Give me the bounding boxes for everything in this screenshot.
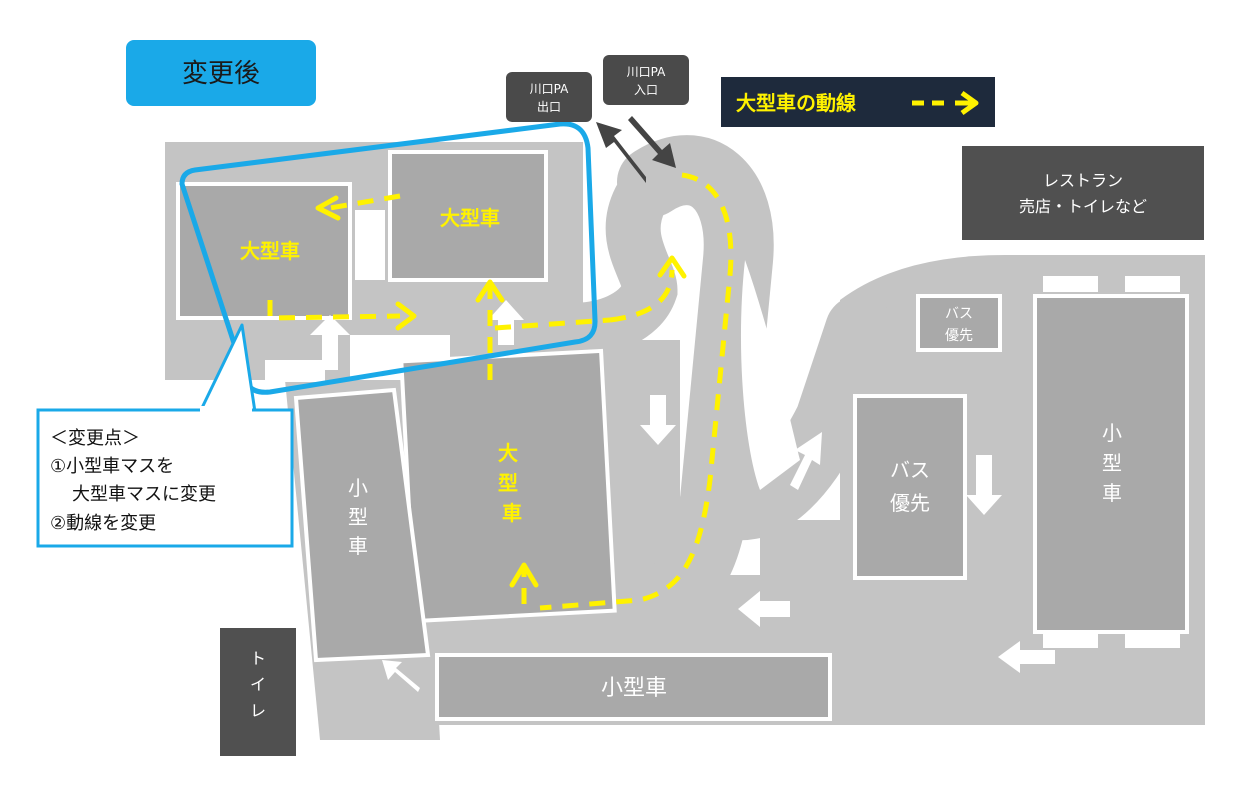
exit-label-line2: 出口: [537, 100, 561, 114]
lot-small-bottom-label: 小型車: [601, 676, 667, 701]
exit-label-line1: 川口PA: [530, 82, 569, 96]
toilet-box: [220, 628, 296, 756]
exit-arrow: [596, 122, 646, 183]
lot-large-right-label: 大型車: [440, 206, 500, 230]
toilet-label-2: イ: [250, 675, 266, 694]
lot-small-right-label-1: 小: [1102, 421, 1122, 445]
badge-after-change-text: 変更後: [182, 59, 260, 89]
legend-route-arrowhead: [960, 90, 979, 116]
restaurant-label-2: 売店・トイレなど: [1019, 197, 1147, 216]
changed-area-outline: [179, 121, 598, 395]
callout-box: [36, 408, 294, 548]
entry-label-box: [603, 55, 689, 105]
entry-label-line1: 川口PA: [627, 65, 666, 79]
island: [740, 260, 800, 490]
connector-road: [685, 295, 895, 541]
large-vehicle-route: [267, 172, 734, 611]
lot-small-left-label-2: 型: [348, 505, 368, 529]
lot-large-center-label-1: 大: [498, 441, 518, 465]
lot-bus-main-label-2: 優先: [890, 491, 930, 515]
lot-bus-small-label-2: 優先: [945, 328, 973, 344]
lots: [176, 150, 1189, 721]
exit-ramp: [552, 172, 678, 358]
route-arrowheads: [315, 195, 687, 588]
callout-line2: 大型車マスに変更: [72, 484, 216, 505]
lot-small-right-label-2: 型: [1102, 451, 1122, 475]
lot-bus-main: [853, 394, 967, 580]
legend-text: 大型車の動線: [736, 91, 856, 115]
toilet-label-1: ト: [250, 649, 266, 668]
callout-title: ＜変更点＞: [50, 428, 140, 449]
pa-arrows: [596, 116, 676, 183]
lot-large-center-label-2: 型: [498, 471, 518, 495]
lot-large-center-label-3: 車: [502, 501, 522, 525]
callout-line1: ①小型車マスを: [50, 456, 174, 477]
restaurant-box: [962, 146, 1204, 240]
badge-after-change: [126, 40, 316, 106]
lot-small-left-label-1: 小: [348, 476, 368, 500]
restaurant-label-1: レストラン: [1043, 171, 1123, 190]
entry-arrow: [628, 116, 676, 168]
lot-bus-small: [916, 294, 1002, 352]
entry-ramp: [585, 135, 774, 655]
lot-small-right-label-3: 車: [1102, 481, 1122, 505]
toilet-label-3: レ: [250, 701, 266, 720]
entry-label-line2: 入口: [634, 83, 658, 97]
legend-box: [721, 77, 995, 127]
callout-line3: ②動線を変更: [50, 513, 156, 534]
lot-bus-main-label-1: バス: [890, 458, 930, 482]
lot-small-right: [1033, 294, 1189, 634]
lot-large-right: [388, 150, 548, 282]
flow-arrows: [310, 300, 1055, 692]
lot-large-left-label: 大型車: [240, 239, 300, 263]
lot-small-bottom: [435, 653, 832, 721]
lot-small-left-label-3: 車: [348, 534, 368, 558]
lot-large-left: [176, 182, 352, 320]
lot-bus-small-label-1: バス: [945, 306, 973, 322]
exit-label-box: [506, 72, 592, 122]
lane-block-1: [265, 360, 325, 382]
lot-small-left: [293, 387, 431, 663]
divider-block: [355, 210, 385, 280]
